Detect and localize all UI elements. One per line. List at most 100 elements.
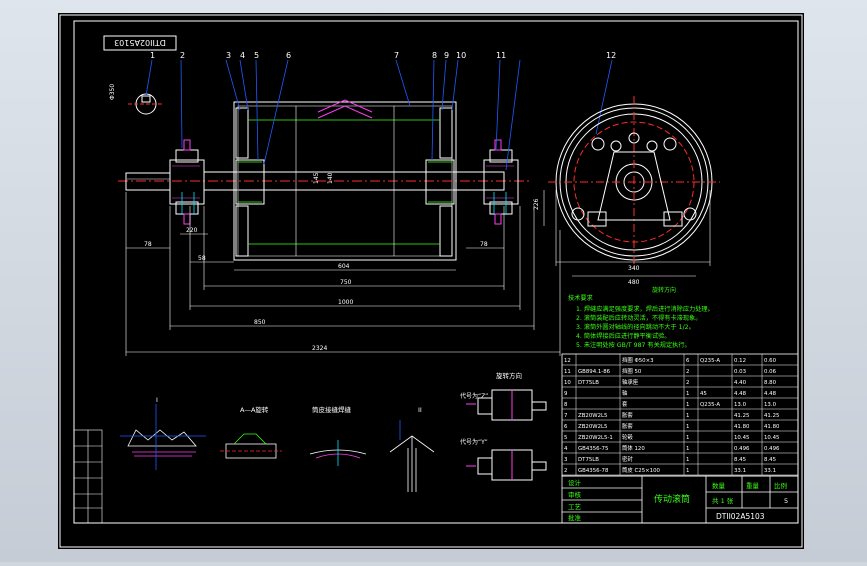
dim-78a: 78 (144, 241, 152, 248)
bom-cell-w2: 4.48 (764, 391, 777, 397)
code-box (103, 35, 177, 51)
bom-cell-name: 密封 (622, 455, 633, 463)
dim-145: 145 (313, 172, 320, 184)
balloon-6: 6 (286, 51, 291, 60)
bom-cell-w2: 8.80 (764, 380, 777, 386)
balloon-10: 10 (456, 51, 466, 60)
bom-cell-w2: 41.25 (764, 413, 779, 419)
side-view-label: 旋转方向 (652, 286, 676, 294)
dim-226: 226 (533, 198, 540, 210)
dim-340: 340 (628, 265, 640, 272)
bom-cell-mat: Q235-A (700, 358, 720, 364)
bom-cell-w2: 0.60 (764, 358, 777, 364)
tb-checker: 审核 (568, 490, 582, 499)
rotation-code-z: 代号为“Z” (460, 392, 488, 400)
bom-cell-qty: 1 (686, 457, 689, 463)
bom-cell-no: 6 (564, 424, 568, 430)
bom-cell-w1: 4.48 (734, 391, 747, 397)
tb-scale: 5 (784, 497, 788, 505)
view-weld-label: 筒皮接缝焊缝 (312, 405, 352, 414)
bom-cell-name: 胀套 (622, 422, 633, 430)
balloon-11: 11 (496, 51, 506, 60)
bom-cell-qty: 1 (686, 413, 689, 419)
bom-cell-w1: 8.45 (734, 457, 746, 463)
bom-cell-code: ZB20W2L5 (578, 424, 607, 430)
bom-cell-code: ZB20W2L5-1 (578, 435, 613, 441)
balloon-4: 4 (240, 51, 245, 60)
bom-cell-w1: 0.12 (734, 358, 746, 364)
bom-cell-code: GB894.1-86 (578, 369, 611, 375)
dim-850: 850 (254, 319, 266, 326)
bom-cell-code: DT75LB (578, 457, 599, 463)
tb-code: DTII02A5103 (716, 512, 765, 521)
bom-cell-no: 3 (564, 457, 567, 463)
side-view-dim-texts: 340 480 226 (533, 198, 640, 286)
dim-350: Φ350 (109, 84, 116, 100)
detail-view-labels: I A—A旋转 筒皮接缝焊缝 II (156, 396, 422, 414)
tb-process: 工艺 (568, 503, 582, 511)
bom-cell-no: 7 (564, 413, 567, 419)
view-AA-label: A—A旋转 (240, 405, 269, 414)
bom-cell-w1: 4.40 (734, 380, 747, 386)
bom-cell-no: 11 (564, 369, 571, 375)
rotation-code-y: 代号为“Y” (460, 438, 488, 446)
dim-140: 140 (327, 172, 334, 184)
bom-cell-no: 5 (564, 435, 567, 441)
rotation-direction: 旋转方向 代号为“Z” 代号为“Y” (460, 371, 547, 481)
bom-cell-name: 胀套 (622, 411, 633, 419)
tech-line-4: 4. 筒体焊接后应进行静平衡试验。 (576, 332, 671, 340)
balloon-12: 12 (606, 51, 616, 60)
bom-cell-name: 筒皮 C25×100 (622, 466, 660, 474)
bom-cell-w1: 41.80 (734, 424, 750, 430)
tb-sheet: 共 1 张 (712, 496, 734, 505)
bom-cell-qty: 1 (686, 391, 689, 397)
dim-220: 220 (186, 227, 198, 234)
bom-cell-name: 筒体 120 (622, 444, 645, 452)
balloon-1: 1 (150, 51, 155, 60)
view-II-label: II (418, 406, 422, 414)
bom-cell-name: 轮毂 (622, 433, 633, 441)
bom-cell-qty: 2 (686, 380, 689, 386)
bom-cell-qty: 1 (686, 424, 689, 430)
dim-604: 604 (338, 263, 350, 270)
rotation-title: 旋转方向 (496, 371, 522, 380)
tech-line-5: 5. 未注明处按 GB/T 987 有关规定执行。 (576, 341, 691, 349)
bom-cell-name: 挡圈 Φ50×3 (622, 356, 654, 364)
tb-qty: 数量 (712, 481, 726, 490)
balloon-2: 2 (180, 51, 185, 60)
bom-cell-code: GB4356-75 (578, 446, 608, 452)
bom-cell-w1: 33.1 (734, 468, 746, 474)
bom-cell-no: 10 (564, 380, 571, 386)
dimension-lines (125, 192, 561, 356)
balloon-3: 3 (226, 51, 231, 60)
balloon-7: 7 (394, 51, 399, 60)
balloon-5: 5 (254, 51, 259, 60)
bom-cell-w1: 0.03 (734, 369, 746, 375)
bom-cell-no: 2 (564, 468, 567, 474)
bom-cell-name: 轴 (622, 389, 627, 397)
bom-cell-mat: 45 (700, 391, 707, 397)
bom-cell-qty: 1 (686, 446, 689, 452)
bom-cell-w1: 10.45 (734, 435, 749, 441)
leader-lines (145, 59, 613, 171)
bom-cell-qty: 6 (686, 358, 690, 364)
bom-cell-w1: 13.0 (734, 402, 747, 408)
dimension-texts: Φ350 220 78 78 58 604 750 1000 850 2324 … (109, 84, 488, 352)
bom-cell-w2: 0.06 (764, 369, 777, 375)
view-I-label: I (156, 396, 158, 404)
bom-cell-name: 轴承座 (622, 378, 639, 386)
bom-cell-qty: 2 (686, 369, 689, 375)
bom-cell-qty: 1 (686, 468, 689, 474)
balloon-8: 8 (432, 51, 437, 60)
dim-2324: 2324 (312, 345, 327, 352)
front-view (118, 99, 530, 261)
title-block-texts: 设计 审核 工艺 批准 传动滚筒 数量 重量 比例 5 共 1 张 DTII02… (568, 478, 788, 522)
bom-cell-qty: 1 (686, 435, 689, 441)
bom-cell-name: 挡圈 50 (622, 367, 642, 375)
bom-cell-no: 8 (564, 402, 568, 408)
